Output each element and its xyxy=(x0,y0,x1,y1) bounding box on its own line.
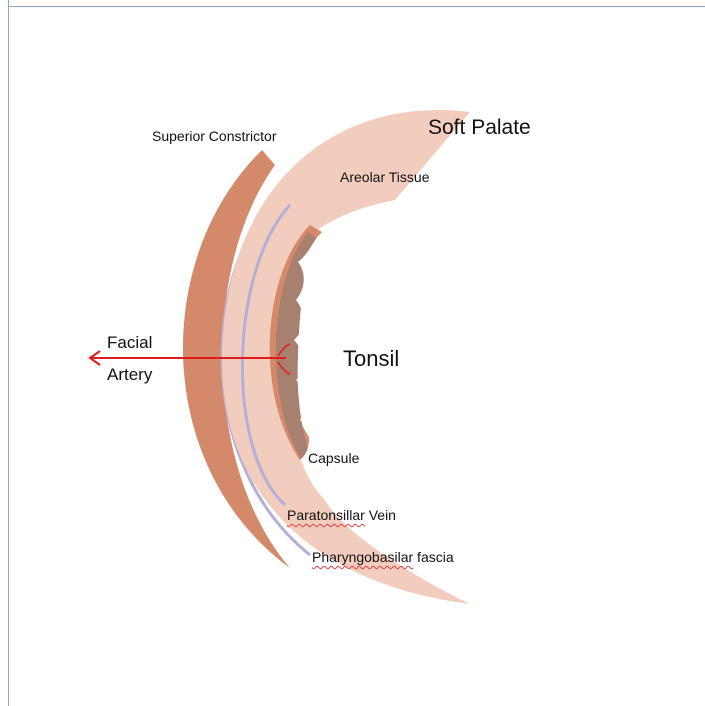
paratonsillar-vein-label: Paratonsillar Vein xyxy=(287,508,396,522)
facial-artery-label-line1: Facial xyxy=(107,334,152,351)
pharyngobasilar-word: Pharyngobasilar xyxy=(312,549,413,565)
facial-artery-label-line2: Artery xyxy=(107,366,152,383)
capsule-label: Capsule xyxy=(308,451,359,465)
paratonsillar-word: Paratonsillar xyxy=(287,507,365,523)
pharyngobasilar-fascia-label: Pharyngobasilar fascia xyxy=(312,550,454,564)
soft-palate-label: Soft Palate xyxy=(428,117,531,138)
vein-word: Vein xyxy=(365,507,396,523)
superior-constrictor-label: Superior Constrictor xyxy=(152,129,277,143)
areolar-tissue-label: Areolar Tissue xyxy=(340,170,429,184)
fascia-word: fascia xyxy=(413,549,453,565)
tonsil-label: Tonsil xyxy=(343,348,399,370)
